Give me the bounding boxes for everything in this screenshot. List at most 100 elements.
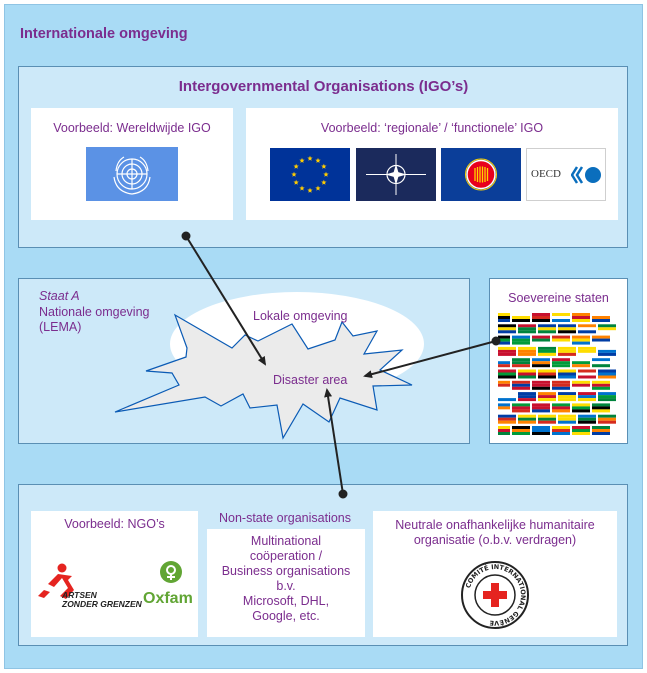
eu-star-icon: [323, 171, 329, 177]
flag-icon: [512, 403, 530, 413]
flag-icon: [572, 380, 590, 390]
oecd-logo-text: OECD: [531, 168, 561, 180]
flag-icon: [532, 426, 550, 435]
ngo-label: Voorbeeld: NGO’s: [64, 517, 165, 531]
eu-star-icon: [299, 185, 305, 191]
sovereign-arrow-origin-dot: [491, 336, 501, 346]
oxfam-text: Oxfam: [143, 590, 193, 607]
non-state-label: Non-state organisations: [218, 511, 352, 525]
flag-icon: [512, 426, 530, 435]
flag-icon: [518, 392, 536, 402]
flag-icon: [572, 426, 590, 435]
multinational-line: Business organisations: [221, 564, 351, 578]
flag-icon: [592, 313, 610, 322]
nato-flag-icon: [356, 148, 436, 201]
asean-flag-icon: [441, 148, 521, 201]
eu-star-icon: [299, 157, 305, 163]
flag-icon: [498, 346, 516, 356]
igo-heading: Intergovernmental Organisations (IGO’s): [178, 78, 469, 95]
local-environment-label: Lokale omgeving: [253, 309, 348, 323]
flag-icon: [498, 313, 510, 322]
flag-icon: [552, 380, 570, 390]
flag-icon: [518, 324, 536, 334]
flag-icon: [532, 380, 550, 390]
flag-icon: [558, 324, 576, 334]
eu-star-icon: [307, 187, 313, 193]
flag-icon: [572, 335, 590, 345]
flag-icon: [598, 369, 616, 379]
flag-icon: [538, 369, 556, 379]
igo-arrow-origin-dot: [181, 231, 191, 241]
flag-icon: [592, 335, 610, 345]
flag-icon: [598, 324, 616, 334]
eu-star-icon: [293, 163, 299, 169]
flag-icon: [572, 313, 590, 322]
flag-icon: [498, 324, 516, 334]
flag-icon: [498, 369, 516, 379]
igo-to-disaster-arrow: [185, 235, 267, 366]
state-a-name: Staat A: [39, 289, 80, 303]
flag-icon: [498, 414, 516, 424]
multinational-text: Multinational coöperation / Business org…: [207, 534, 365, 624]
eu-star-icon: [291, 171, 297, 177]
flag-icon: [532, 313, 550, 322]
oxfam-logo-icon: [160, 561, 182, 583]
flag-icon: [512, 358, 530, 368]
flag-icon: [538, 346, 556, 356]
oecd-logo: OECD: [526, 148, 606, 201]
msf-text-line2: ZONDER GRENZEN: [62, 599, 142, 609]
world-flags-icon: [498, 313, 616, 435]
flag-icon: [592, 403, 610, 413]
neutral-org-line1: Neutrale onafhankelijke humanitaire: [395, 518, 595, 532]
eu-star-icon: [315, 185, 321, 191]
sovereign-states-label: Soevereine staten: [508, 291, 609, 305]
multinational-line: coöperation /: [249, 549, 323, 563]
multinational-line: Microsoft, DHL,: [242, 594, 330, 608]
flag-icon: [532, 358, 550, 368]
flag-icon: [592, 380, 610, 390]
flag-icon: [578, 392, 596, 402]
eu-flag-icon: [270, 148, 350, 201]
lema-label: (LEMA): [39, 320, 82, 334]
msf-text-line1: ARTSEN: [62, 590, 97, 600]
icrc-seal-icon: COMITÉ INTERNATIONAL GENÈVE: [461, 561, 529, 629]
flag-icon: [592, 358, 610, 368]
flag-icon: [572, 358, 590, 368]
flag-icon: [552, 335, 570, 345]
regional-igo-label: Voorbeeld: ‘regionale’ / ‘functionele’ I…: [320, 121, 544, 135]
eu-star-icon: [293, 179, 299, 185]
flag-icon: [578, 414, 596, 424]
flag-icon: [552, 313, 570, 322]
oecd-mark-icon: [571, 166, 601, 184]
multinational-line: b.v.: [276, 579, 296, 593]
global-igo-label: Voorbeeld: Wereldwijde IGO: [53, 121, 211, 135]
flag-icon: [578, 324, 596, 334]
flag-icon: [538, 324, 556, 334]
eu-star-icon: [307, 155, 313, 161]
flag-icon: [518, 346, 536, 356]
flag-icon: [512, 313, 530, 322]
flag-icon: [498, 380, 510, 390]
flag-icon: [498, 358, 510, 368]
flag-icon: [598, 414, 616, 424]
flag-icon: [532, 335, 550, 345]
multinational-line: Multinational: [250, 534, 322, 548]
national-environment-label: Nationale omgeving: [39, 305, 150, 319]
page-title: Internationale omgeving: [20, 26, 188, 42]
flag-icon: [498, 426, 510, 435]
flag-icon: [598, 392, 616, 402]
flag-icon: [592, 426, 610, 435]
flag-icon: [552, 426, 570, 435]
multinational-box: [207, 529, 365, 637]
neutral-org-line2: organisatie (o.b.v. verdragen): [413, 533, 577, 547]
eu-star-icon: [321, 163, 327, 169]
flag-icon: [552, 403, 570, 413]
flag-icon: [572, 403, 590, 413]
flag-icon: [552, 358, 570, 368]
flag-icon: [558, 414, 576, 424]
flag-icon: [578, 369, 596, 379]
flag-icon: [598, 346, 616, 356]
flag-icon: [538, 392, 556, 402]
sovereign-to-disaster-arrow: [363, 340, 497, 379]
